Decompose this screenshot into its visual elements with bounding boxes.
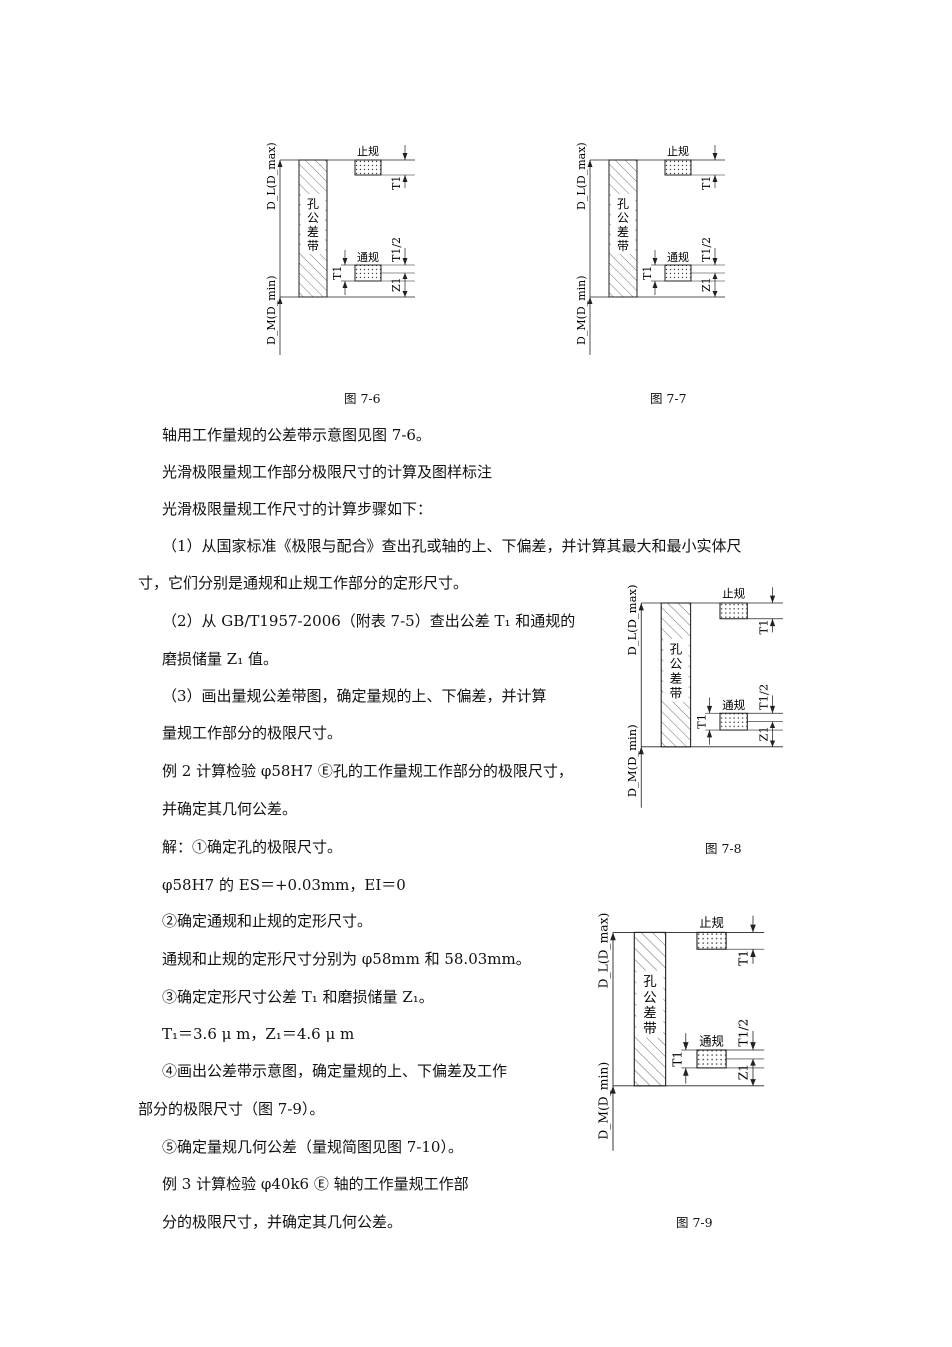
svg-text:D_L(D_max): D_L(D_max): [625, 585, 639, 656]
svg-text:公: 公: [307, 211, 319, 225]
text-line: ⑤确定量规几何公差（量规简图见图 7-10）。: [162, 1138, 463, 1156]
svg-text:D_M(D_min): D_M(D_min): [265, 275, 278, 345]
svg-text:T1: T1: [700, 176, 713, 190]
svg-text:公: 公: [670, 656, 683, 671]
svg-text:T1: T1: [670, 1051, 684, 1067]
svg-text:通规: 通规: [357, 250, 379, 264]
tolerance-diagram: 孔 公 差 带 止规 T1 通规 T1/2 Z1 T1 D_L(D_max) D…: [596, 913, 765, 1151]
svg-text:止规: 止规: [699, 915, 724, 930]
text-line: 例 3 计算检验 φ40k6 Ⓔ 轴的工作量规工作部: [162, 1175, 469, 1193]
svg-text:D_L(D_max): D_L(D_max): [265, 142, 278, 210]
text-line: 寸，它们分别是通规和止规工作部分的定形尺寸。: [138, 574, 469, 592]
svg-text:D_M(D_min): D_M(D_min): [596, 1062, 610, 1140]
text-line: 量规工作部分的极限尺寸。: [162, 724, 343, 742]
go-gauge-zone: [719, 712, 748, 731]
text-line: 分的极限尺寸，并确定其几何公差。: [162, 1213, 403, 1231]
no-go-gauge-zone: [696, 931, 727, 950]
text-line: （3）画出量规公差带图，确定量规的上、下偏差，并计算: [162, 687, 547, 705]
text-line: T₁＝3.6 μ m，Z₁＝4.6 μ m: [162, 1025, 355, 1043]
svg-text:孔: 孔: [670, 641, 683, 656]
svg-text:T1: T1: [736, 950, 750, 966]
svg-text:通规: 通规: [699, 1034, 724, 1049]
text-line: 通规和止规的定形尺寸分别为 φ58mm 和 58.03mm。: [162, 950, 531, 968]
svg-text:D_M(D_min): D_M(D_min): [575, 275, 588, 345]
svg-text:孔: 孔: [643, 974, 657, 990]
zone-label-bg: [636, 970, 664, 1038]
svg-text:止规: 止规: [667, 144, 689, 158]
figure-7-8: 孔 公 差 带 止规 T1 通规 T1/2 Z1 T1 D_L(D_max) D…: [615, 582, 794, 824]
text-line: ④画出公差带示意图，确定量规的上、下偏差及工作: [162, 1062, 508, 1080]
svg-text:通规: 通规: [722, 698, 746, 712]
svg-text:带: 带: [670, 686, 683, 701]
svg-text:T1: T1: [641, 266, 654, 280]
svg-text:差: 差: [643, 1006, 656, 1022]
caption-fig-7-9: 图 7-9: [676, 1215, 713, 1230]
go-gauge-zone: [696, 1049, 727, 1069]
zone-label-bg: [611, 194, 635, 254]
svg-text:差: 差: [670, 671, 683, 686]
text-line: 轴用工作量规的公差带示意图见图 7-6。: [162, 426, 431, 444]
svg-text:带: 带: [617, 239, 629, 253]
text-line: （1）从国家标准《极限与配合》查出孔或轴的上、下偏差，并计算其最大和最小实体尺: [162, 537, 742, 555]
svg-text:T1/2: T1/2: [736, 1019, 750, 1047]
text-line: 例 2 计算检验 φ58H7 Ⓔ孔的工作量规工作部分的极限尺寸，: [162, 762, 573, 780]
text-line: 磨损储量 Z₁ 值。: [162, 650, 278, 668]
zone-label-bg: [301, 194, 325, 254]
svg-text:止规: 止规: [722, 587, 746, 601]
svg-text:T1: T1: [694, 714, 708, 729]
text-line: 并确定其几何公差。: [162, 800, 298, 818]
text-line: ③确定定形尺寸公差 T₁ 和磨损储量 Z₁。: [162, 988, 434, 1006]
svg-text:D_M(D_min): D_M(D_min): [625, 724, 639, 797]
svg-text:带: 带: [307, 239, 319, 253]
text-line: ②确定通规和止规的定形尺寸。: [162, 912, 373, 930]
svg-text:T1: T1: [756, 619, 770, 634]
text-line: 光滑极限量规工作部分极限尺寸的计算及图样标注: [162, 463, 493, 481]
svg-text:T1/2: T1/2: [756, 684, 770, 710]
svg-text:孔: 孔: [617, 197, 629, 211]
figure-7-9: 孔 公 差 带 止规 T1 通规 T1/2 Z1 T1 D_L(D_max) D…: [585, 910, 775, 1168]
caption-fig-7-7: 图 7-7: [650, 391, 687, 406]
text-line: φ58H7 的 ES＝+0.03mm，EI＝0: [162, 876, 406, 894]
tolerance-diagram: 孔 公 差 带 止规 T1 通规 T1/2 Z1 T1 D_L(D_max) D…: [265, 142, 415, 355]
go-gauge-zone: [354, 264, 382, 282]
text-line: 部分的极限尺寸（图 7-9）。: [138, 1100, 325, 1118]
tolerance-diagram: 孔 公 差 带 止规 T1 通规 T1/2 Z1 T1 D_L(D_max) D…: [575, 142, 725, 355]
svg-text:通规: 通规: [667, 250, 689, 264]
tolerance-diagram: 孔 公 差 带 止规 T1 通规 T1/2 Z1 T1 D_L(D_max) D…: [625, 585, 783, 808]
svg-text:Z1: Z1: [700, 277, 713, 292]
svg-text:差: 差: [307, 225, 319, 239]
svg-text:T1: T1: [390, 176, 403, 190]
caption-fig-7-6: 图 7-6: [344, 391, 381, 406]
figure-7-6: 孔 公 差 带 止规 T1 通规 T1/2 Z1 T1 D_L(D_max) D…: [255, 140, 425, 370]
caption-fig-7-8: 图 7-8: [705, 841, 742, 856]
text-line: （2）从 GB/T1957-2006（附表 7-5）查出公差 T₁ 和通规的: [162, 612, 576, 630]
svg-text:T1/2: T1/2: [390, 237, 403, 262]
svg-text:公: 公: [617, 211, 629, 225]
svg-text:T1: T1: [331, 266, 344, 280]
svg-text:Z1: Z1: [756, 726, 770, 741]
svg-text:Z1: Z1: [390, 277, 403, 292]
no-go-gauge-zone: [664, 159, 692, 176]
svg-text:差: 差: [617, 225, 629, 239]
svg-text:D_L(D_max): D_L(D_max): [596, 913, 610, 989]
svg-text:孔: 孔: [307, 197, 319, 211]
svg-text:D_L(D_max): D_L(D_max): [575, 142, 588, 210]
svg-text:公: 公: [643, 991, 656, 1006]
svg-text:Z1: Z1: [736, 1064, 750, 1080]
svg-text:止规: 止规: [357, 144, 379, 158]
text-line: 解：①确定孔的极限尺寸。: [162, 838, 343, 856]
svg-text:T1/2: T1/2: [700, 237, 713, 262]
text-line: 光滑极限量规工作尺寸的计算步骤如下：: [162, 500, 433, 518]
no-go-gauge-zone: [354, 159, 382, 176]
svg-text:带: 带: [643, 1021, 656, 1037]
go-gauge-zone: [664, 264, 692, 282]
no-go-gauge-zone: [719, 602, 748, 620]
figure-7-7: 孔 公 差 带 止规 T1 通规 T1/2 Z1 T1 D_L(D_max) D…: [565, 140, 735, 370]
zone-label-bg: [663, 638, 689, 702]
